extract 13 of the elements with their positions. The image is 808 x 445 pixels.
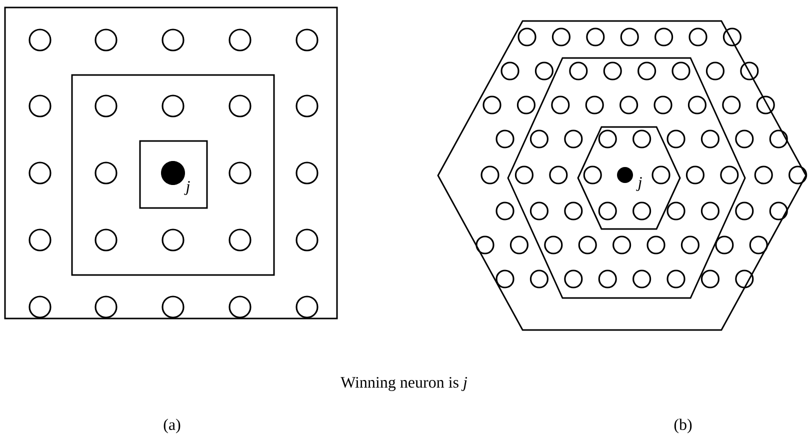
neighbourhood-hexagon: [507, 57, 746, 299]
neighbourhood-square: [4, 6, 338, 320]
neuron-label: j: [184, 181, 190, 195]
winning-neuron: [161, 161, 185, 185]
neuron-label: j: [636, 177, 642, 191]
panel-label: (b): [674, 418, 692, 434]
neighbourhood-hexagon: [577, 126, 681, 230]
panel-label: (a): [164, 418, 180, 434]
neighbourhood-hexagon: [437, 20, 807, 331]
winning-neuron: [617, 167, 633, 183]
neighbourhood-square: [71, 74, 275, 276]
neighbourhood-square: [139, 140, 208, 209]
caption-text: Winning neuron is j: [340, 376, 468, 392]
